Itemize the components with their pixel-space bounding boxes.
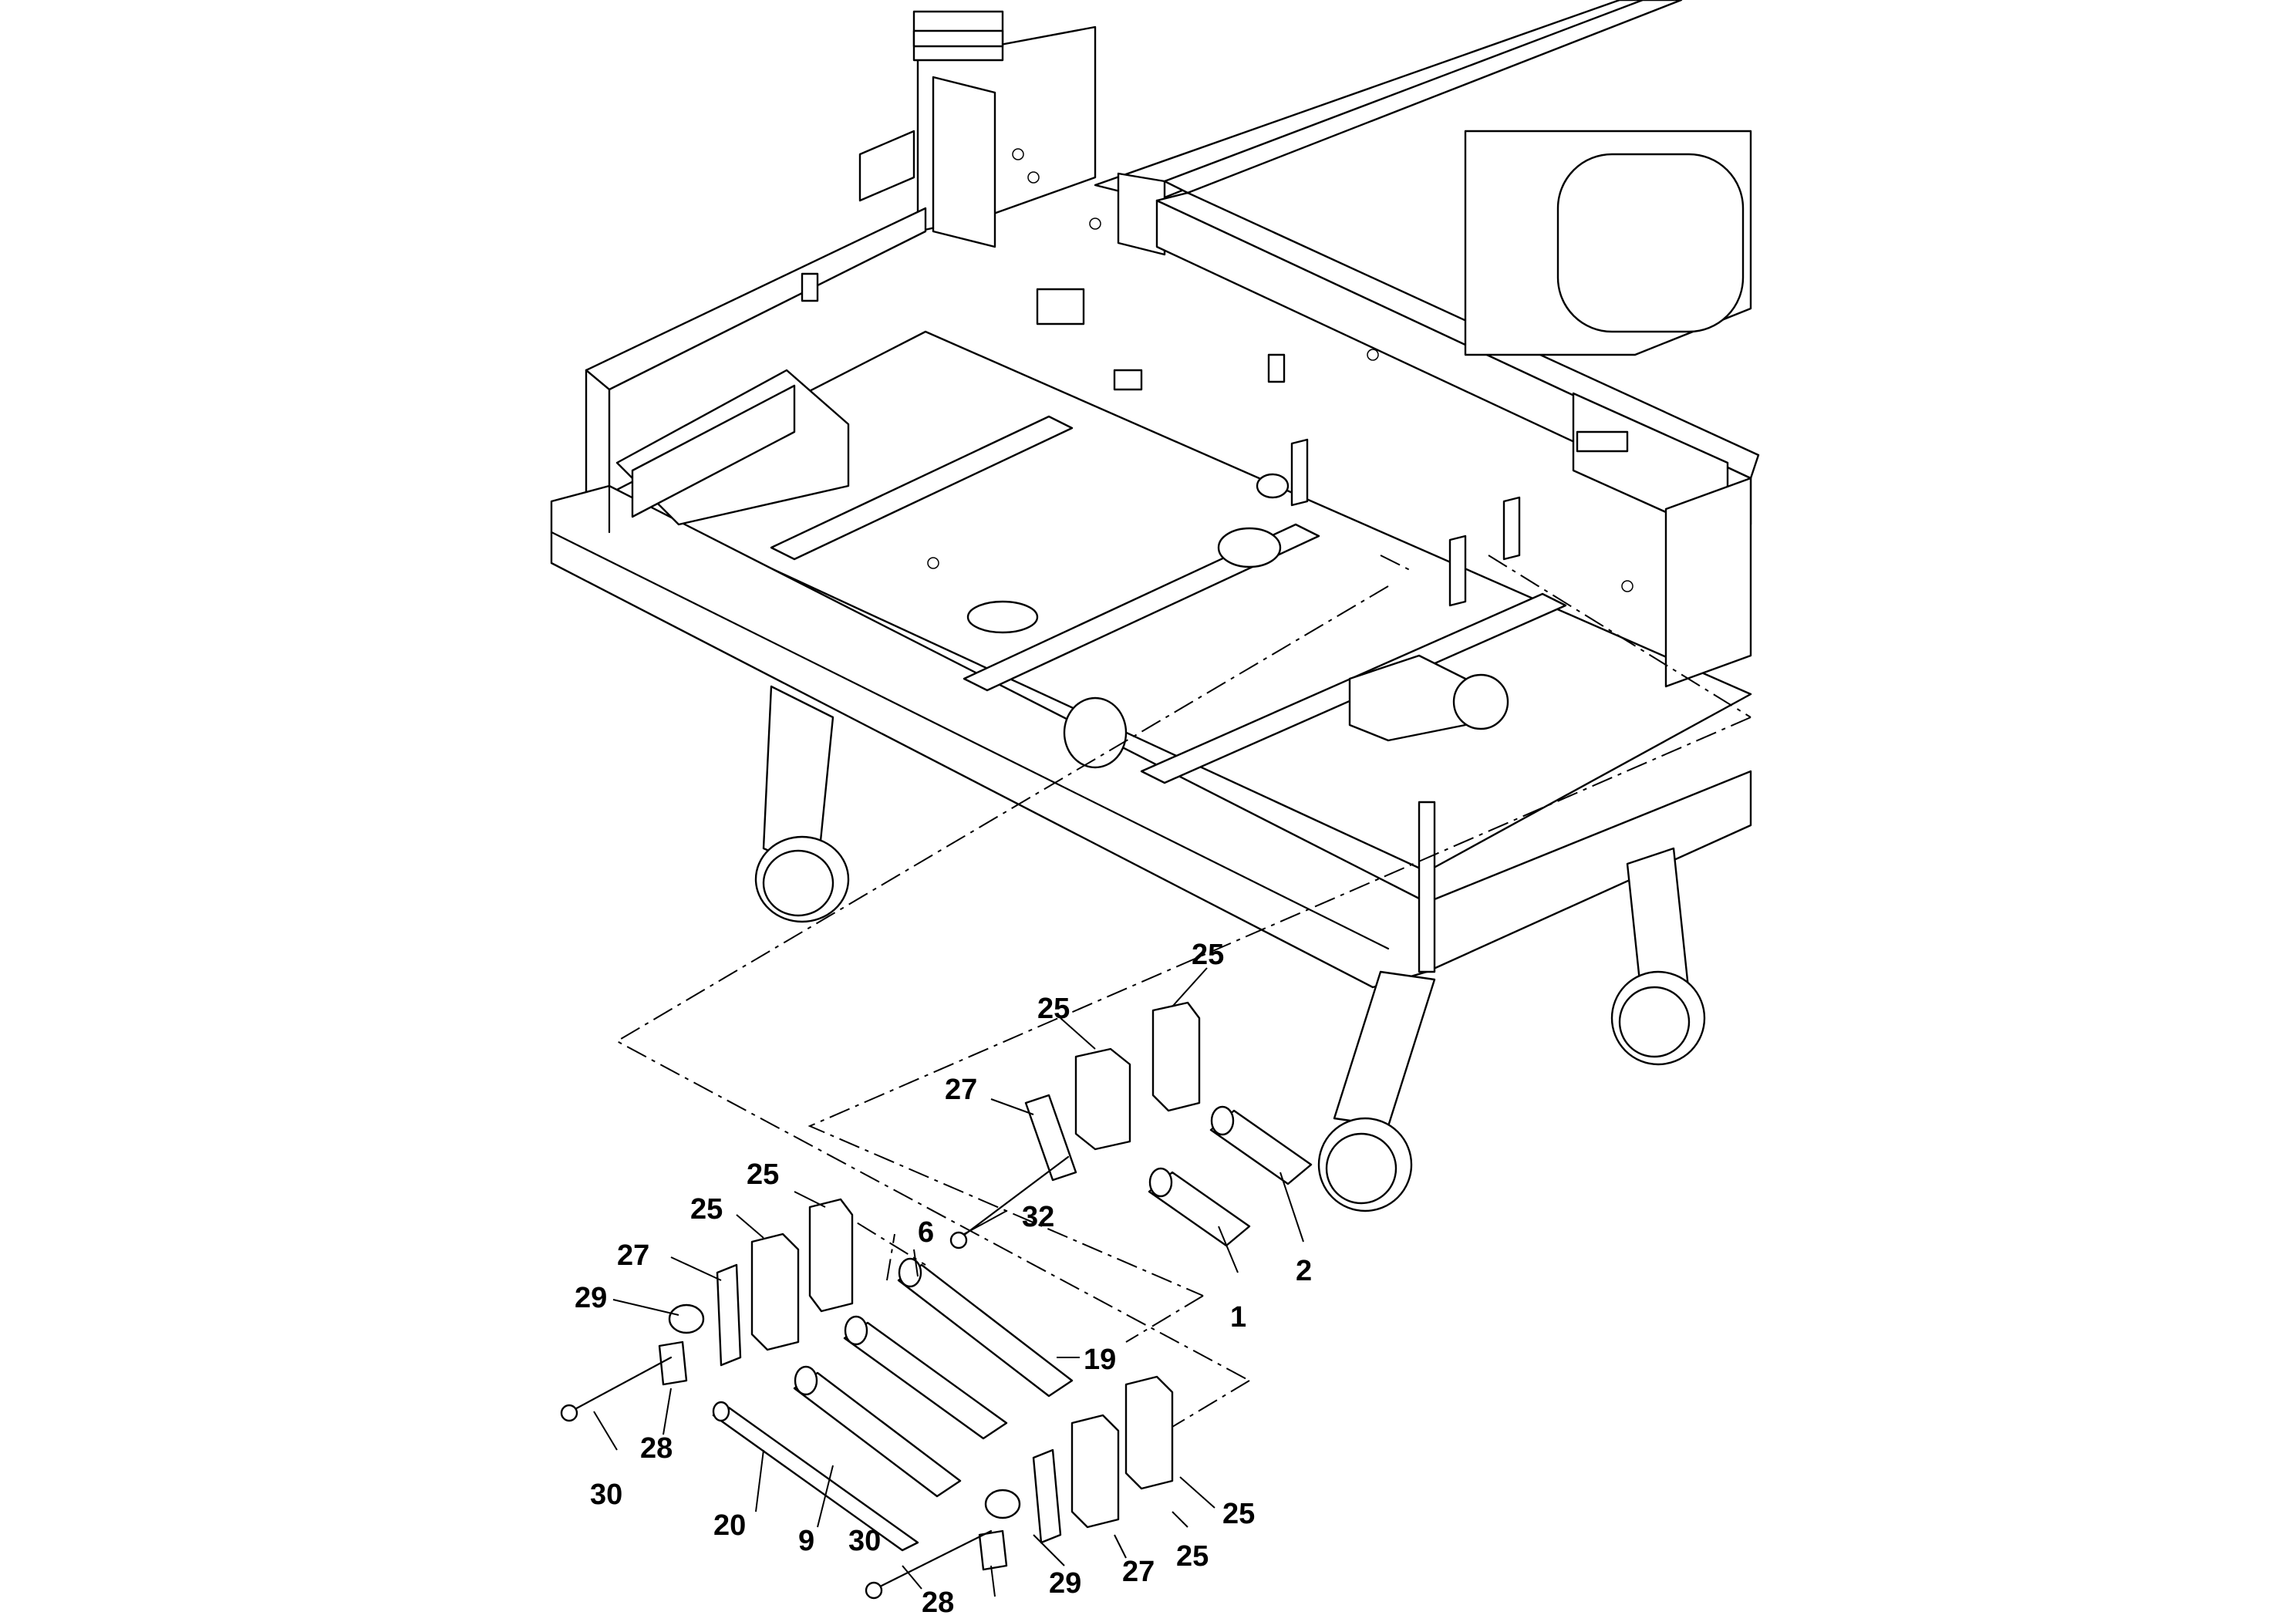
callout-19: 19 [1084,1344,1116,1376]
assembly-guide-lines [615,555,1752,1451]
callout-25-right-low: 25 [1176,1540,1209,1573]
lower-clamp-assembly [560,1198,1174,1600]
clamp-block-25-upper-left [1074,1047,1131,1151]
callout-28-left: 28 [640,1432,673,1465]
callout-30-right: 30 [848,1525,881,1557]
callout-29-right: 29 [1049,1567,1081,1600]
callout-9: 9 [798,1525,814,1557]
clamp-block-25-d [1070,1414,1120,1529]
callout-28-right: 28 [922,1587,954,1619]
spacer-29-b [984,1489,1021,1519]
clamp-block-25-a [808,1198,854,1313]
callout-6: 6 [918,1216,934,1249]
clamp-block-25-c [1124,1375,1174,1490]
machine-frame [550,0,1760,1212]
clip-28-b [978,1529,1008,1571]
callouts: 25 25 27 32 1 2 25 25 27 29 6 19 28 30 2… [575,939,1312,1619]
bolt-32 [959,1155,1070,1239]
plate-27-a [716,1263,742,1367]
callout-25-upper: 25 [1037,993,1070,1025]
callout-25-right: 25 [1222,1498,1255,1530]
callout-25-lower-a: 25 [747,1158,779,1191]
callout-27-lower: 27 [617,1239,649,1272]
callout-32: 32 [1022,1201,1054,1233]
bolt-30-b [874,1529,993,1590]
callout-1: 1 [1230,1301,1246,1334]
plate-27-upper [1024,1094,1077,1182]
clamp-block-25-b [750,1233,800,1351]
leader-lines [593,967,1304,1597]
callout-20: 20 [713,1509,746,1542]
spacer-29-a [668,1303,705,1334]
bolt-30-a [569,1356,673,1413]
callout-25-top-right: 25 [1192,939,1224,971]
upper-clamp-assembly [949,1001,1313,1249]
callout-2: 2 [1296,1255,1312,1287]
callout-29-left: 29 [575,1282,607,1314]
callout-27-upper: 27 [945,1074,977,1106]
callout-25-lower-b: 25 [690,1193,723,1226]
plate-27-b [1032,1448,1062,1544]
callout-30-left: 30 [590,1479,622,1511]
clamp-block-25-upper-right [1151,1001,1201,1112]
clip-28-a [658,1340,688,1386]
callout-27-right: 27 [1122,1556,1155,1588]
